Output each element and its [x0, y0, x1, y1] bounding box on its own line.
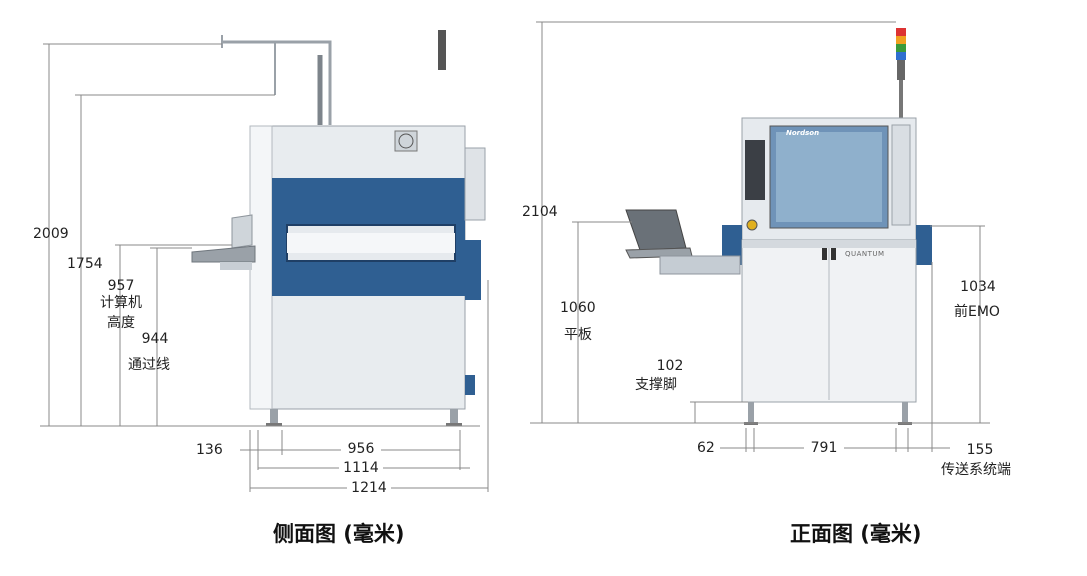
dim-front-overall-height: 2104 — [522, 204, 558, 220]
side-view-dimension-lines — [40, 43, 489, 492]
dim-offset-62: 62 — [697, 440, 715, 456]
dim-conveyor-end-label: 传送系统端 — [941, 462, 1011, 478]
dim-foot-value: 102 — [656, 358, 684, 374]
dim-emo-value: 1034 — [960, 279, 996, 295]
front-view-dimension-lines — [530, 21, 990, 452]
dim-tablet-label: 平板 — [564, 327, 592, 343]
dim-width-1214: 1214 — [347, 480, 391, 496]
dim-conveyor-label: 通过线 — [128, 357, 170, 373]
dim-side-overall-height: 2009 — [33, 226, 69, 242]
dim-computer-height-value: 957 — [107, 278, 135, 294]
dim-conveyor-height-value: 944 — [141, 331, 169, 347]
side-view-machine — [191, 30, 486, 426]
dim-conveyor-end-value: 155 — [966, 442, 994, 458]
dim-width-1114: 1114 — [339, 460, 383, 476]
dim-tablet-height-value: 1060 — [560, 300, 596, 316]
front-view-machine — [625, 28, 932, 425]
dim-foot-label: 支撑脚 — [635, 377, 677, 393]
dim-computer-height-label-2: 高度 — [107, 315, 135, 331]
dim-emo-label: 前EMO — [954, 304, 1000, 320]
brand-logo: Nordson — [786, 129, 820, 137]
front-view-caption: 正面图 (毫米) — [790, 522, 922, 546]
dim-offset-136: 136 — [196, 442, 223, 458]
dim-width-791: 791 — [804, 440, 844, 456]
dim-width-956: 956 — [341, 441, 381, 457]
model-label: QUANTUM — [845, 250, 885, 258]
dim-side-top-height: 1754 — [67, 256, 103, 272]
dim-computer-height-label-1: 计算机 — [100, 295, 142, 311]
side-view-caption: 侧面图 (毫米) — [273, 522, 405, 546]
